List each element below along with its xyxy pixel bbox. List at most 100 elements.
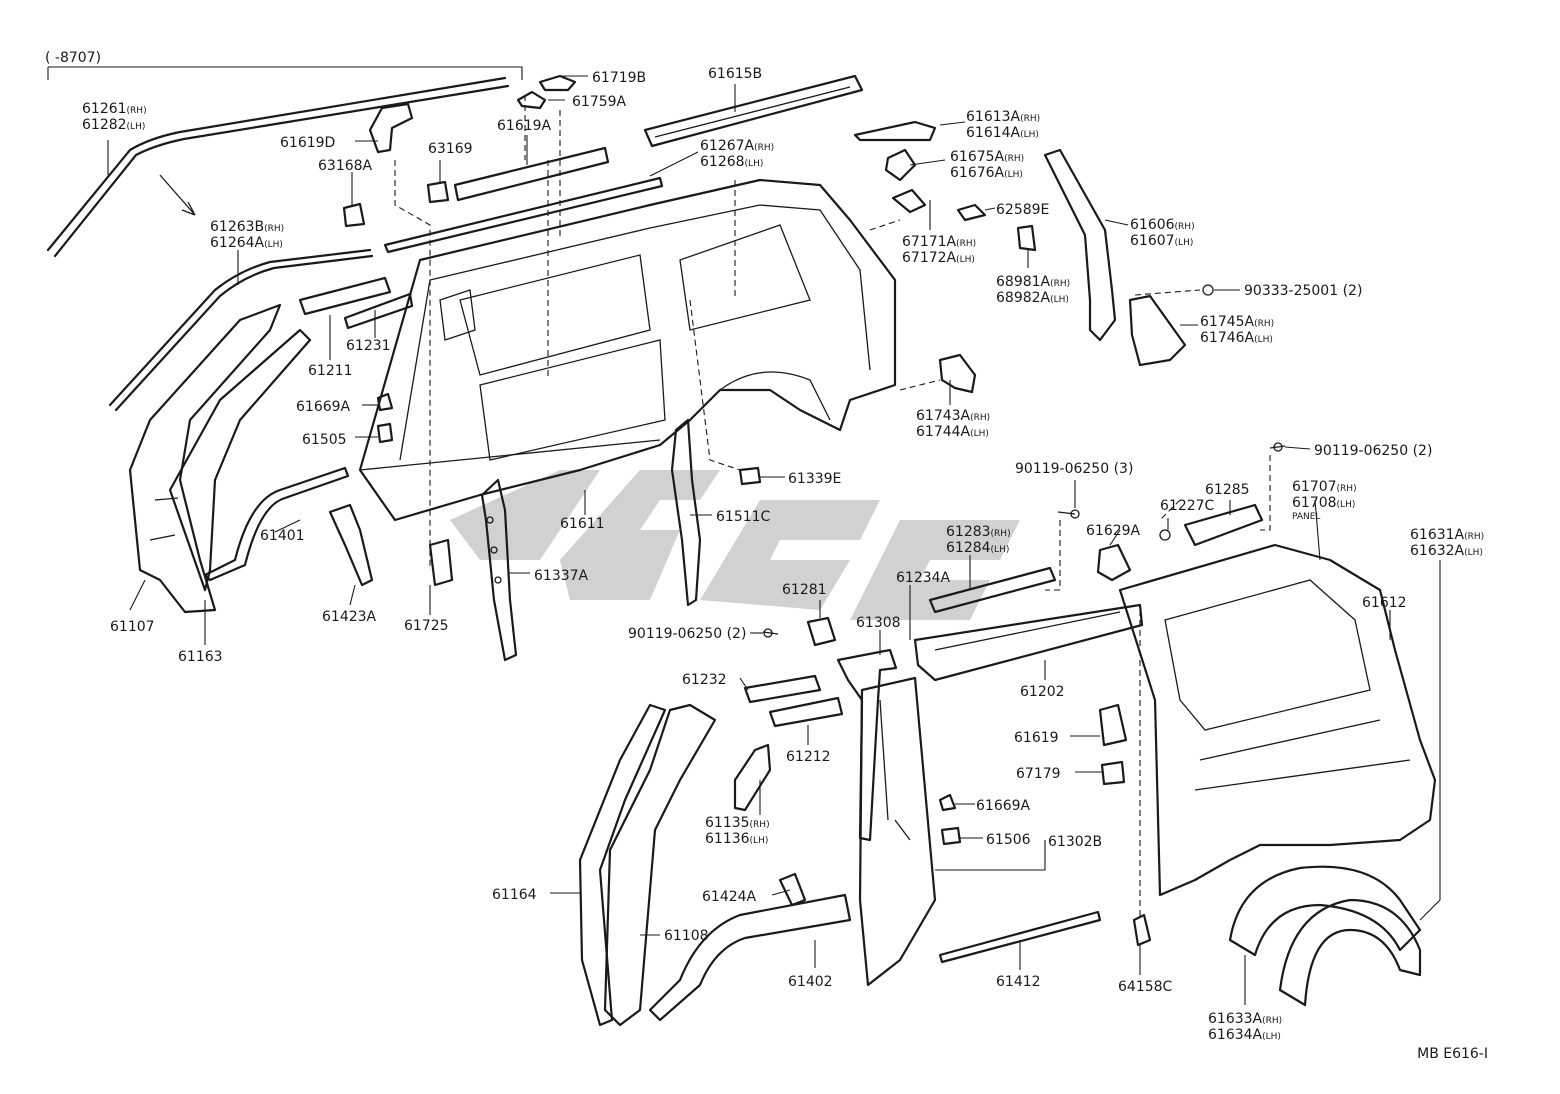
part-number: 61631A(RH) xyxy=(1410,527,1484,543)
lh-suffix: (LH) xyxy=(1175,238,1194,248)
part-label-61231: 61231 xyxy=(346,338,391,354)
part-label-61202: 61202 xyxy=(1020,684,1065,700)
part-label-61619A: 61619A xyxy=(497,118,552,134)
part-number: 64158C xyxy=(1118,979,1173,995)
part-number: 61339E xyxy=(788,471,841,487)
part-label-61669A_bot: 61669A xyxy=(976,798,1031,814)
part-number-alt: 61708(LH) xyxy=(1292,495,1355,511)
rh-suffix: (RH) xyxy=(1464,532,1484,542)
part-number: 61412 xyxy=(996,974,1041,990)
part-label-67179: 67179 xyxy=(1016,766,1061,782)
part-label-68981A: 68981A(RH)68982A(LH) xyxy=(996,274,1070,306)
part-number: 61231 xyxy=(346,338,391,354)
part-number: 61606(RH) xyxy=(1130,217,1195,233)
part-label-61619: 61619 xyxy=(1014,730,1059,746)
part-label-61505: 61505 xyxy=(302,432,347,448)
part-number: 90119-06250 (2) xyxy=(1314,443,1432,459)
part-label-61227C: 61227C xyxy=(1160,498,1215,514)
part-number: 61511C xyxy=(716,509,771,525)
rh-suffix: (RH) xyxy=(1254,319,1274,329)
leader-lines xyxy=(107,75,1441,1005)
part-number: 62589E xyxy=(996,202,1049,218)
part-number-alt: 61136(LH) xyxy=(705,831,768,847)
part-label-61743A: 61743A(RH)61744A(LH) xyxy=(916,408,990,440)
part-label-61759A: 61759A xyxy=(572,94,627,110)
part-number: 61615B xyxy=(708,66,762,82)
lh-suffix: (LH) xyxy=(1254,335,1273,345)
part-number-alt: 61676A(LH) xyxy=(950,165,1023,181)
part-number-alt: 61634A(LH) xyxy=(1208,1027,1281,1043)
part-label-61745A: 61745A(RH)61746A(LH) xyxy=(1200,314,1274,346)
part-number: 61402 xyxy=(788,974,833,990)
part-number: 61108 xyxy=(664,928,709,944)
part-label-63168A: 63168A xyxy=(318,158,373,174)
part-number: 61619D xyxy=(280,135,335,151)
part-label-61424A: 61424A xyxy=(702,889,757,905)
alignment-lines xyxy=(394,95,1271,920)
part-label-61719B: 61719B xyxy=(592,70,646,86)
part-number: 61719B xyxy=(592,70,646,86)
part-number: 61725 xyxy=(404,618,449,634)
figure-code: MB E616-I xyxy=(1417,1046,1488,1062)
rh-suffix: (RH) xyxy=(127,106,147,116)
part-label-61629A: 61629A xyxy=(1086,523,1141,539)
part-label-61232: 61232 xyxy=(682,672,727,688)
lh-suffix: (LH) xyxy=(1020,130,1039,140)
part-label-61212: 61212 xyxy=(786,749,831,765)
part-number: 61612 xyxy=(1362,595,1407,611)
part-labels: 61261(RH)61282(LH) 61619D 61719B 61759A 6161… xyxy=(82,66,1484,1043)
part-label-61267A: 61267A(RH)61268(LH) xyxy=(700,138,774,170)
part-number: 61263B(RH) xyxy=(210,219,284,235)
part-number: 61202 xyxy=(1020,684,1065,700)
part-number: 61629A xyxy=(1086,523,1141,539)
part-number: 61261(RH) xyxy=(82,101,147,117)
part-number: 61164 xyxy=(492,887,537,903)
part-number-alt: 61268(LH) xyxy=(700,154,763,170)
rh-suffix: (RH) xyxy=(264,224,284,234)
part-number-alt: 68982A(LH) xyxy=(996,290,1069,306)
part-number: 61619 xyxy=(1014,730,1059,746)
part-number: 61308 xyxy=(856,615,901,631)
part-label-61615B: 61615B xyxy=(708,66,762,82)
lh-suffix: (LH) xyxy=(127,122,146,132)
lh-suffix: (LH) xyxy=(750,836,769,846)
part-label-61211: 61211 xyxy=(308,363,353,379)
part-label-64158C: 64158C xyxy=(1118,979,1173,995)
lh-suffix: (LH) xyxy=(745,159,764,169)
part-number: 90119-06250 (3) xyxy=(1015,461,1133,477)
part-label-61707: 61707(RH)61708(LH)PANEL xyxy=(1292,479,1357,522)
part-label-61234A: 61234A xyxy=(896,570,951,586)
part-number: 68981A(RH) xyxy=(996,274,1070,290)
watermark xyxy=(450,470,1020,620)
part-number-alt: 61282(LH) xyxy=(82,117,145,133)
part-number: 61211 xyxy=(308,363,353,379)
part-number: 63169 xyxy=(428,141,473,157)
part-label-90119_3: 90119-06250 (3) xyxy=(1015,461,1133,477)
part-label-90333: 90333-25001 (2) xyxy=(1244,283,1362,299)
part-label-61606: 61606(RH)61607(LH) xyxy=(1130,217,1195,249)
part-note: PANEL xyxy=(1292,512,1320,522)
part-number: 67171A(RH) xyxy=(902,234,976,250)
part-number: 61423A xyxy=(322,609,377,625)
part-number: 61745A(RH) xyxy=(1200,314,1274,330)
part-number-alt: 61632A(LH) xyxy=(1410,543,1483,559)
part-number: 61285 xyxy=(1205,482,1250,498)
part-label-61135: 61135(RH)61136(LH) xyxy=(705,815,770,847)
part-number: 61281 xyxy=(782,582,827,598)
lh-suffix: (LH) xyxy=(1337,500,1356,510)
part-number: 61619A xyxy=(497,118,552,134)
part-number: 61135(RH) xyxy=(705,815,770,831)
part-number: 61107 xyxy=(110,619,155,635)
part-number: 90119-06250 (2) xyxy=(628,626,746,642)
part-number: 61232 xyxy=(682,672,727,688)
part-label-61164: 61164 xyxy=(492,887,537,903)
rh-suffix: (RH) xyxy=(1337,484,1357,494)
part-label-61633A: 61633A(RH)61634A(LH) xyxy=(1208,1011,1282,1043)
part-label-61401: 61401 xyxy=(260,528,305,544)
part-number: 61759A xyxy=(572,94,627,110)
part-label-61108: 61108 xyxy=(664,928,709,944)
lh-suffix: (LH) xyxy=(970,429,989,439)
part-label-61669A_top: 61669A xyxy=(296,399,351,415)
part-label-90119_2b: 90119-06250 (2) xyxy=(628,626,746,642)
